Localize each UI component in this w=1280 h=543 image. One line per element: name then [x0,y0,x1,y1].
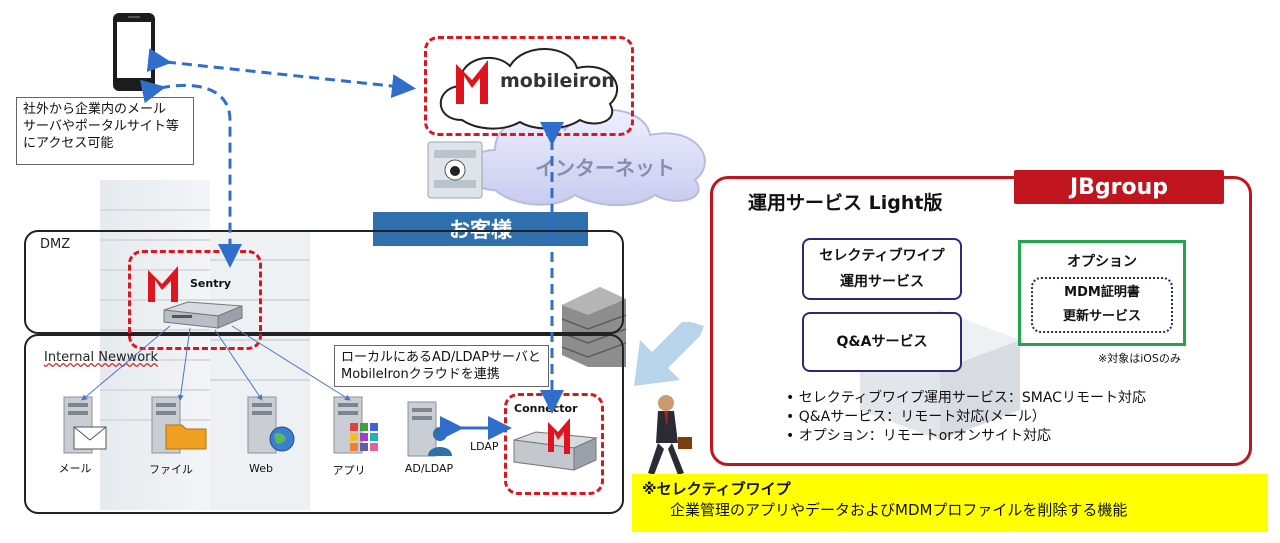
sentry-logo-icon [148,266,178,302]
internal-network-label: Internal Newwork [44,350,159,365]
qa-service-box: Q&Aサービス [802,312,962,372]
ldap-link-label: LDAP [470,440,499,453]
option-note: ※対象はiOSのみ [1098,352,1181,365]
file-server-icon [151,396,207,454]
web-server-icon [247,396,295,454]
businessman-icon [648,395,692,475]
device-label-mail: メール [58,462,92,475]
option-title: オプション [1067,254,1137,270]
selective-wipe-service-line-1: セレクティブワイプ [819,248,945,264]
app-server-icon [333,396,378,454]
service-bullet-1: セレクティブワイプ運用サービス：SMACリモート対応 [786,389,1146,408]
ad-ldap-server-icon [407,401,452,457]
service-panel-title: 運用サービス Light版 [748,192,943,214]
dmz-zone [24,230,624,334]
selective-wipe-service-box: セレクティブワイプ 運用サービス [802,238,962,300]
mobileiron-brand-text: mobileiron [500,70,615,92]
sentry-label: Sentry [190,277,232,290]
dmz-label: DMZ [40,237,71,252]
connector-appliance-icon [513,418,598,471]
sentry-appliance-icon [163,301,243,329]
ldap-callout-line-1: ローカルにあるAD/LDAPサーバと [341,350,541,365]
mdm-certificate-line-1: MDM証明書 [1064,285,1140,300]
device-label-file: ファイル [149,463,193,476]
phone-callout-line-3: にアクセス可能 [23,136,114,151]
note-body: 企業管理のアプリやデータおよびMDMプロファイルを削除する機能 [670,501,1128,519]
mdm-certificate-line-2: 更新サービス [1062,309,1141,324]
qa-service-label: Q&Aサービス [836,334,928,350]
device-label-web: Web [249,462,273,475]
option-box: オプション MDM証明書 更新サービス [1018,240,1186,346]
ldap-callout: ローカルにあるAD/LDAPサーバと MobileIronクラウドを連携 [334,345,549,387]
ldap-callout-line-2: MobileIronクラウドを連携 [341,367,500,382]
mail-server-icon [63,396,107,454]
service-bullet-3: オプション：リモートorオンサイト対応 [786,427,1146,446]
phone-callout-line-2: サーバやポータルサイト等 [23,119,179,134]
note-title: ※セレクティブワイプ [642,480,791,498]
jbgroup-badge: JBgroup [1014,170,1224,204]
mdm-certificate-service: MDM証明書 更新サービス [1031,277,1173,333]
apple-server-icon [427,141,483,199]
selective-wipe-service-line-2: 運用サービス [840,274,924,290]
service-bullets: セレクティブワイプ運用サービス：SMACリモート対応 Q&Aサービス：リモート対… [786,389,1146,446]
service-arrow-icon [634,322,704,386]
mobileiron-logo-icon [456,60,488,104]
phone-callout-line-1: 社外から企業内のメール [23,102,167,117]
phone-sentry-link [139,79,242,268]
device-label-app: アプリ [332,464,366,477]
smartphone-icon [113,13,155,91]
selective-wipe-note: ※セレクティブワイプ 企業管理のアプリやデータおよびMDMプロファイルを削除する… [632,474,1268,532]
service-bullet-2: Q&Aサービス：リモート対応(メール） [786,408,1146,427]
device-label-ad-ldap: AD/LDAP [404,462,454,475]
internal-zone [24,334,624,514]
phone-cloud-link [146,48,416,99]
mobileiron-cloud-frame [424,36,634,136]
